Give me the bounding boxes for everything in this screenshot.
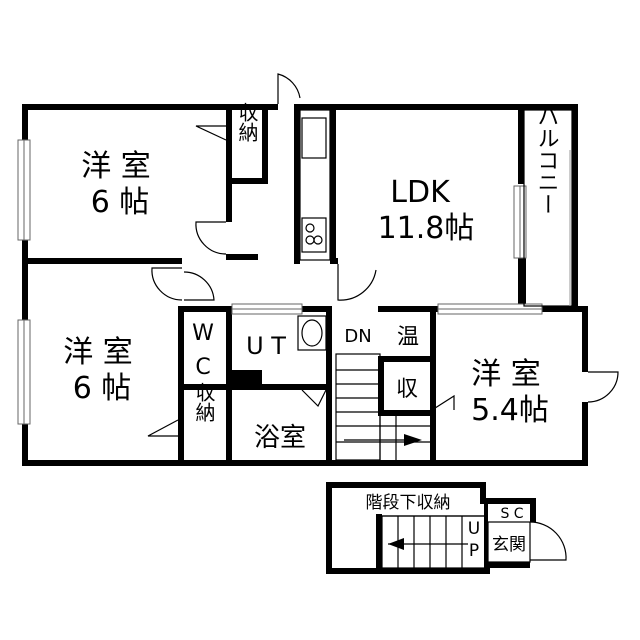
balcony-area [523,109,573,307]
balcony-label: バルコニー [534,105,559,215]
room-labels: 洋 室 6 帖 洋 室 6 帖 LDK 11.8帖 洋 室 5.4帖 バルコニー… [63,102,558,561]
ldk-size: 11.8帖 [378,211,475,246]
dn-label: DN [344,326,371,347]
windows [17,139,543,425]
bedroom-e-size: 5.4帖 [471,393,549,428]
storage-1-label: 収納 [235,102,259,142]
wc-label-c: C [195,355,210,380]
ut-label: U T [246,332,286,360]
sc-label: S C [500,506,523,522]
bedroom-w-name: 洋 室 [63,335,133,370]
bedroom-e-name: 洋 室 [471,357,541,392]
kitchen-counter [299,109,331,261]
up-label-p: P [469,541,479,561]
wc-label-w: W [192,321,214,346]
bath-label: 浴室 [254,423,306,453]
ldk-name: LDK [390,175,451,210]
water-heater-label: 温 [397,325,419,350]
bedroom-nw-name: 洋 室 [81,149,151,184]
washbasin [297,315,327,351]
stairs-main [335,353,430,461]
bedroom-w-size: 6 帖 [73,371,132,406]
doors [147,73,619,437]
entrance-label: 玄関 [492,535,526,555]
under-stair-storage-label: 階段下収納 [366,493,451,513]
storage-3-label: 収 [396,377,418,402]
bedroom-nw-size: 6 帖 [91,185,150,220]
storage-2-label: 収納 [192,382,216,422]
up-label-u: U [468,519,480,539]
stairs-annex [381,515,567,569]
